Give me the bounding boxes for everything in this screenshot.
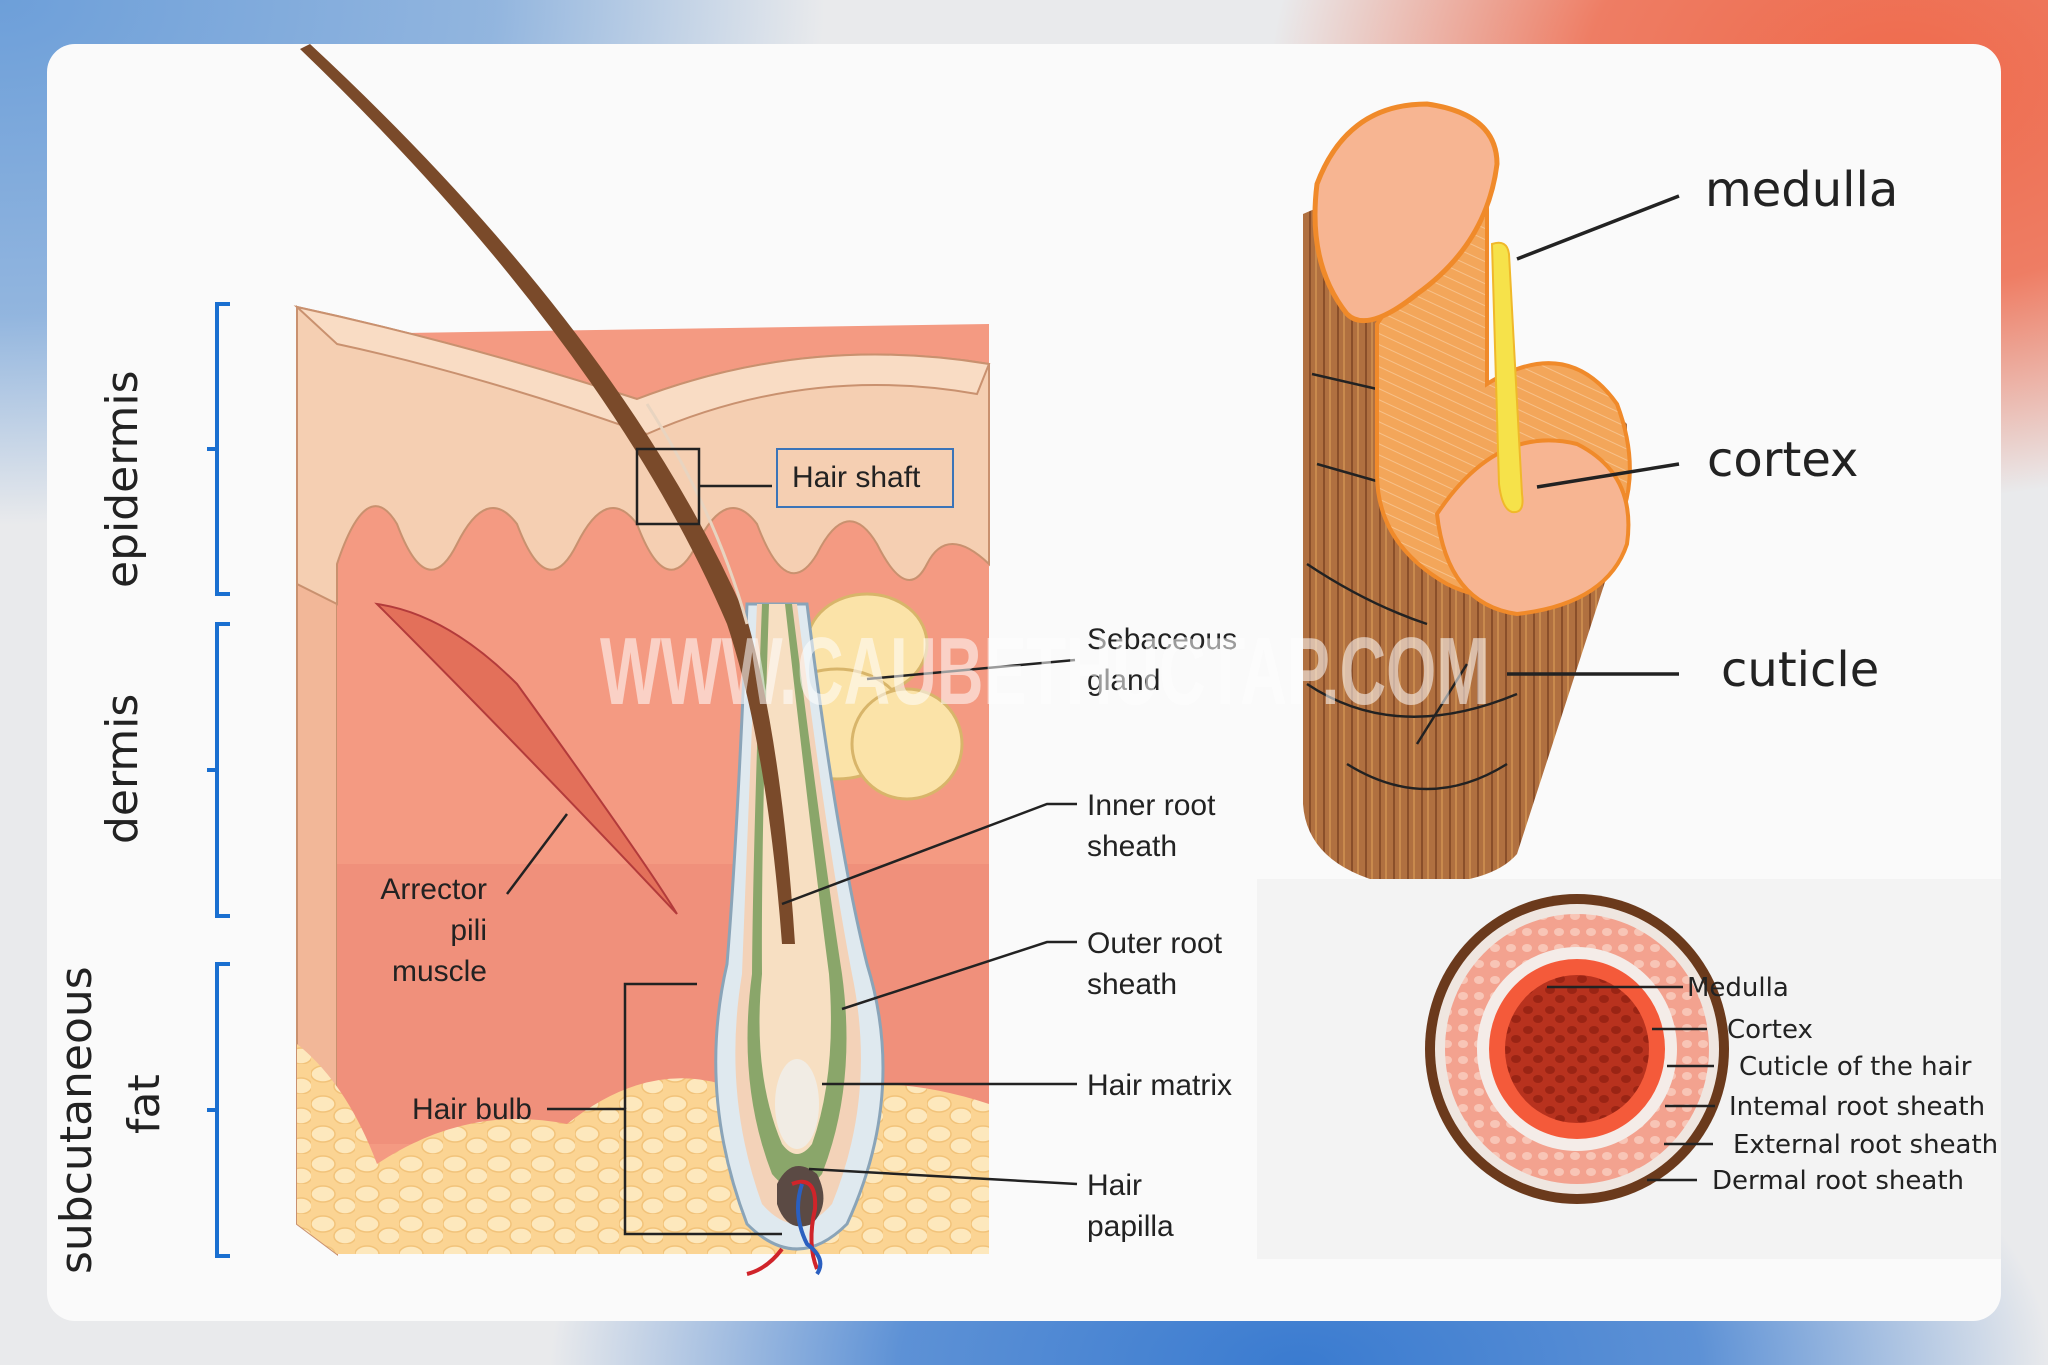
hair-cross-section xyxy=(1425,894,1729,1204)
layer-brackets xyxy=(207,302,230,1258)
hair-anatomy-diagram: epidermis dermis subcutaneous fat Hair s… xyxy=(51,44,2001,1276)
dermis-label: dermis xyxy=(97,694,148,844)
hair-bulb-label: Hair bulb xyxy=(412,1093,532,1126)
hair-papilla-label-2: papilla xyxy=(1087,1210,1174,1243)
subcutaneous-bracket xyxy=(207,962,230,1258)
xs-cortex-label: Cortex xyxy=(1727,1015,1813,1045)
subcutaneous-label: subcutaneous xyxy=(51,966,102,1274)
xs-medulla-label: Medulla xyxy=(1687,973,1789,1003)
sebaceous-gland-label-2: gland xyxy=(1087,664,1160,697)
epidermis-bracket xyxy=(207,302,230,596)
dermis-bracket xyxy=(207,622,230,918)
shaft-leader-lines xyxy=(1507,194,1680,676)
hair-matrix-label: Hair matrix xyxy=(1087,1069,1232,1102)
outer-root-sheath-label-2: sheath xyxy=(1087,968,1177,1001)
skin-block xyxy=(293,44,991,1276)
diagram-card: epidermis dermis subcutaneous fat Hair s… xyxy=(47,44,2001,1321)
xs-internal-root-label: Intemal root sheath xyxy=(1729,1092,1985,1122)
medulla-core xyxy=(1490,241,1524,514)
medulla-center xyxy=(1505,975,1649,1123)
follicle-leader-lines xyxy=(506,658,1078,1236)
shaft-medulla-label: medulla xyxy=(1705,162,1898,218)
inner-root-sheath-label-2: sheath xyxy=(1087,830,1177,863)
outer-root-sheath-label: Outer root xyxy=(1087,927,1223,960)
sebaceous-gland-label: Sebaceous xyxy=(1087,623,1237,656)
watermark: WWW.CAUBETHUCTAP.COM xyxy=(600,618,1490,725)
hair-shaft-label: Hair shaft xyxy=(792,461,921,494)
xs-dermal-root-label: Dermal root sheath xyxy=(1712,1166,1964,1196)
hair-papilla-label: Hair xyxy=(1087,1169,1142,1202)
arrector-pili-muscle xyxy=(374,602,678,915)
epidermis-label: epidermis xyxy=(97,370,148,588)
xs-external-root-label: External root sheath xyxy=(1733,1130,1998,1160)
inner-root-sheath-label: Inner root xyxy=(1087,789,1216,822)
arrector-pili-label-2: pili xyxy=(450,914,487,947)
shaft-cortex-label: cortex xyxy=(1707,432,1858,488)
hair-shaft-label-box xyxy=(776,448,954,508)
fat-label: fat xyxy=(119,1074,170,1134)
hair-shaft-3d xyxy=(1303,101,1632,885)
arrector-pili-label-3: muscle xyxy=(392,955,487,988)
top-cap xyxy=(1312,101,1500,324)
cross-section-leader-lines xyxy=(1547,985,1715,1182)
xs-cuticle-label: Cuticle of the hair xyxy=(1739,1052,1972,1082)
arrector-pili-label: Arrector xyxy=(380,873,487,906)
shaft-cuticle-label: cuticle xyxy=(1721,642,1879,698)
